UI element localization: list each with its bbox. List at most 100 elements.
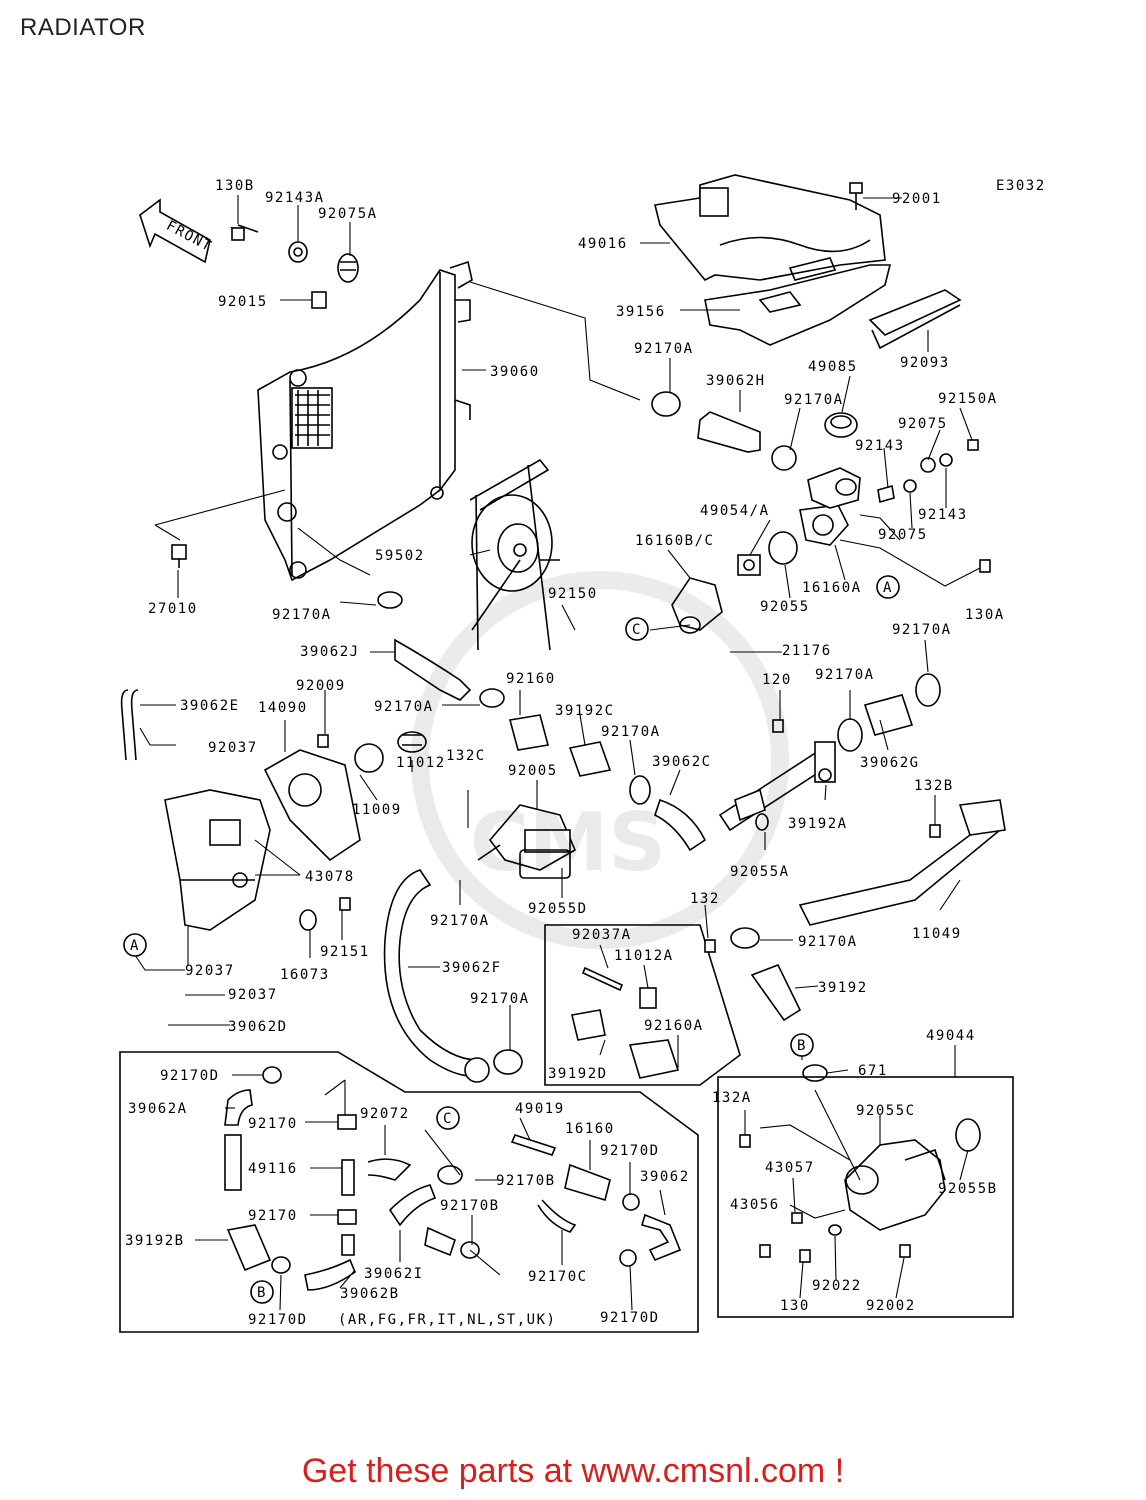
water-pump-box [717, 1076, 1014, 1318]
part-label: 92143 [855, 438, 905, 454]
trim-strip[interactable] [868, 289, 962, 350]
part-label: 132B [914, 778, 954, 794]
part-label: 92170D [160, 1068, 220, 1084]
part-label: 92037 [185, 963, 235, 979]
part-label: 92170C [528, 1269, 588, 1285]
part-label: 92170 [248, 1116, 298, 1132]
cooling-fan[interactable] [469, 458, 560, 651]
bolt-92001-icon [849, 182, 863, 210]
upper-shroud[interactable] [654, 174, 892, 346]
part-label: 39062H [706, 373, 766, 389]
part-label: 92170A [892, 622, 952, 638]
part-label: 92002 [866, 1298, 916, 1314]
svg-text:A: A [883, 580, 893, 596]
part-label: 92170A [815, 667, 875, 683]
part-label: 49054/A [700, 503, 770, 519]
part-label: 92009 [296, 678, 346, 694]
part-label: 11049 [912, 926, 962, 942]
part-label: 11012A [614, 948, 674, 964]
thermostat-cover-16160A [799, 504, 849, 546]
part-label: 16073 [280, 967, 330, 983]
part-labels: E3032 130B 92143A 92075A 92015 92001 490… [125, 178, 1044, 1328]
hose-39062C[interactable] [654, 798, 707, 852]
collar-16073 [299, 909, 317, 931]
clamp-92170A-upper [651, 391, 797, 471]
part-label: 130A [965, 607, 1005, 623]
gasket-92055D [519, 849, 571, 879]
part-label: 39192A [788, 816, 848, 832]
part-label: 39192D [548, 1066, 608, 1082]
part-label: 92055 [760, 599, 810, 615]
part-label: 92160 [506, 671, 556, 687]
svg-text:B: B [797, 1038, 807, 1054]
pipe-39192A[interactable] [718, 741, 836, 832]
hose-39062J[interactable] [377, 591, 505, 708]
hose-39062F[interactable] [383, 869, 523, 1083]
callout-A-icon: A [123, 933, 147, 957]
part-label: 92151 [320, 944, 370, 960]
svg-text:B: B [257, 1285, 267, 1301]
part-label: 92072 [360, 1106, 410, 1122]
part-label: 120 [762, 672, 792, 688]
bracket-11049[interactable] [798, 799, 1006, 926]
part-label: 92055B [938, 1181, 998, 1197]
part-label: 39192C [555, 703, 615, 719]
leader-lines [134, 195, 981, 1311]
water-pump[interactable] [844, 1139, 946, 1231]
part-label: 39192B [125, 1233, 185, 1249]
part-label: 92170B [440, 1198, 500, 1214]
part-label: 92170A [784, 392, 844, 408]
o-ring-92055 [768, 531, 798, 565]
part-label: 92093 [900, 355, 950, 371]
part-label: 39062F [442, 960, 502, 976]
bracket-14090 [263, 749, 361, 862]
footer-link[interactable]: Get these parts at www.cmsnl.com ! [301, 1452, 845, 1490]
part-label: 132A [712, 1090, 752, 1106]
page-title: RADIATOR [20, 14, 146, 41]
part-label: 92037A [572, 927, 632, 943]
part-label: 130B [215, 178, 255, 194]
part-label: 92170 [248, 1208, 298, 1224]
part-label: 92001 [892, 191, 942, 207]
part-label: 49044 [926, 1028, 976, 1044]
sensor-27010 [171, 544, 187, 568]
part-label: 39060 [490, 364, 540, 380]
radiator-core[interactable] [257, 260, 473, 582]
bolt-132B [929, 824, 941, 838]
part-label: 43056 [730, 1197, 780, 1213]
part-label: 39156 [616, 304, 666, 320]
filler-neck[interactable] [807, 467, 861, 509]
part-label: 92170A [601, 724, 661, 740]
small-hardware-right [877, 439, 991, 573]
hose-39062E [120, 689, 139, 761]
part-label: 39062G [860, 755, 920, 771]
hose-39062G[interactable] [837, 673, 941, 752]
part-label: 92170A [798, 934, 858, 950]
part-label: 39062E [180, 698, 240, 714]
part-label: 14090 [258, 700, 308, 716]
callout-B-icon: B [250, 1280, 274, 1304]
reserve-tank[interactable] [164, 789, 271, 931]
part-label: 92170D [248, 1312, 308, 1328]
part-label: 49016 [578, 236, 628, 252]
emission-hoses [224, 1066, 682, 1291]
part-label: 27010 [148, 601, 198, 617]
part-label: 92170A [272, 607, 332, 623]
part-label: 92160A [644, 1018, 704, 1034]
outlet-housing-92005[interactable] [477, 804, 577, 871]
svg-text:C: C [443, 1111, 453, 1127]
pipe-39192[interactable] [730, 927, 802, 1022]
part-label: 16160 [565, 1121, 615, 1137]
grommet-92143A-icon [288, 241, 308, 263]
callout-B-icon: B [790, 1033, 814, 1057]
bolt-132 [704, 939, 716, 953]
part-label: 39062 [640, 1169, 690, 1185]
part-label: 11012 [396, 755, 446, 771]
part-label: 11009 [352, 802, 402, 818]
part-label: 92055A [730, 864, 790, 880]
bolt-130B-icon [230, 224, 259, 241]
filler-cap [824, 412, 858, 438]
part-label: 92022 [812, 1278, 862, 1294]
hose-39062H[interactable] [697, 411, 761, 453]
